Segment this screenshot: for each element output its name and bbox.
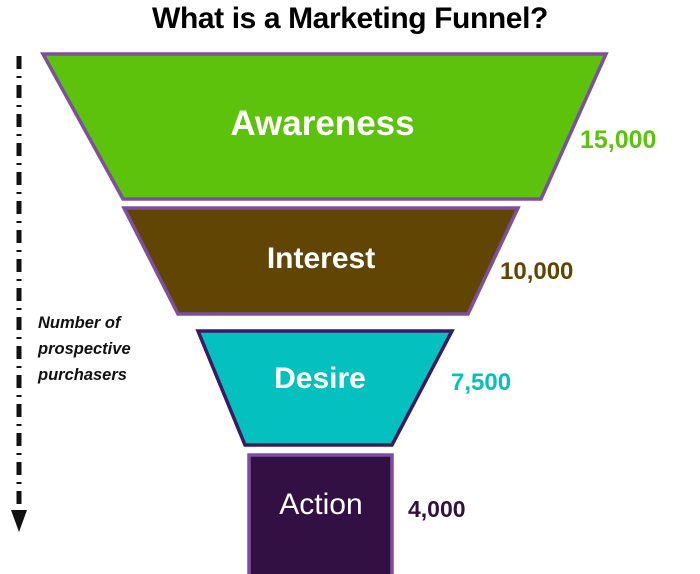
funnel-stage-action[interactable] bbox=[247, 453, 394, 574]
page-title: What is a Marketing Funnel? bbox=[152, 2, 548, 35]
funnel-stage-label-desire: Desire bbox=[274, 362, 366, 395]
funnel-value-awareness: 15,000 bbox=[580, 126, 657, 154]
funnel-stage-awareness[interactable] bbox=[40, 52, 609, 201]
funnel-stage-label-interest: Interest bbox=[266, 242, 376, 275]
down-arrow-icon bbox=[11, 510, 27, 532]
funnel-stage-desire[interactable] bbox=[195, 329, 455, 447]
funnel-value-desire: 7,500 bbox=[451, 369, 512, 396]
axis-annotation-label: Number of prospective purchasers bbox=[38, 314, 131, 384]
funnel-stage-label-action: Action bbox=[279, 488, 363, 521]
funnel-stage-interest[interactable] bbox=[121, 206, 521, 316]
funnel-value-action: 4,000 bbox=[408, 496, 466, 522]
axis-dashdot-line bbox=[11, 56, 27, 532]
funnel-value-interest: 10,000 bbox=[500, 258, 574, 285]
funnel-stage-label-awareness: Awareness bbox=[230, 104, 415, 143]
